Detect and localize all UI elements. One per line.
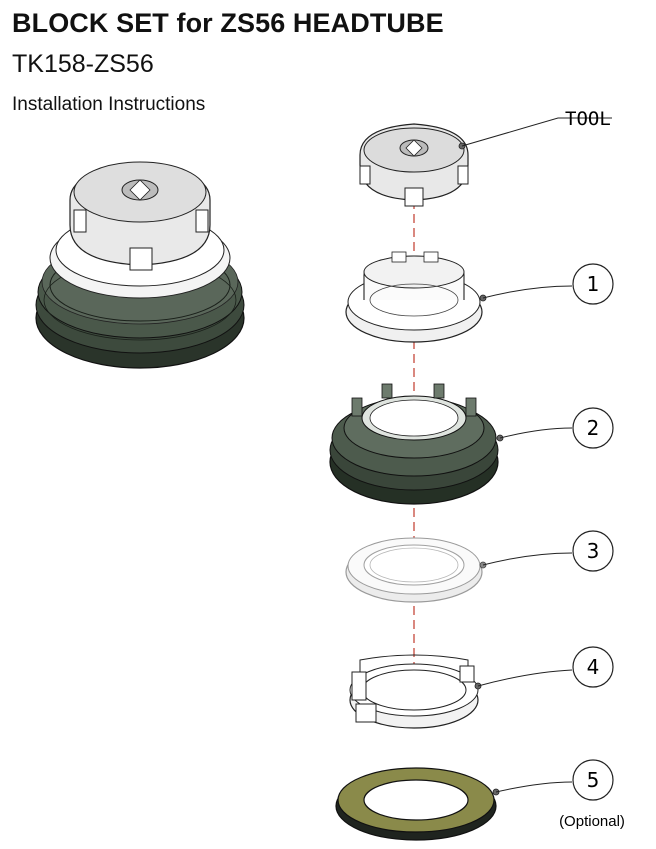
part-4-split-ring (349, 654, 482, 729)
assembled-view (35, 161, 245, 369)
callout-3-number: 3 (587, 539, 600, 563)
part-1-top-cover (345, 251, 487, 343)
part-2-bearing-cup (329, 383, 504, 505)
callout-3: 3 (572, 530, 614, 572)
optional-note: (Optional) (559, 813, 625, 830)
page-title: BLOCK SET for ZS56 HEADTUBE (12, 8, 444, 38)
part-5-washer (335, 767, 500, 841)
part-3-bearing (345, 537, 487, 603)
callout-5: 5 (572, 759, 614, 801)
callout-4: 4 (572, 646, 614, 688)
callout-1: 1 (572, 263, 614, 305)
callout-1-number: 1 (587, 272, 600, 296)
leader-lines (461, 117, 612, 793)
tool-label: TOOL (565, 108, 611, 130)
callout-5-number: 5 (587, 768, 600, 792)
part-tool (359, 123, 469, 207)
callout-4-number: 4 (587, 655, 600, 679)
callout-2: 2 (572, 407, 614, 449)
instructions-heading: Installation Instructions (12, 94, 206, 115)
model-number: TK158-ZS56 (12, 50, 154, 78)
callout-2-number: 2 (587, 416, 600, 440)
